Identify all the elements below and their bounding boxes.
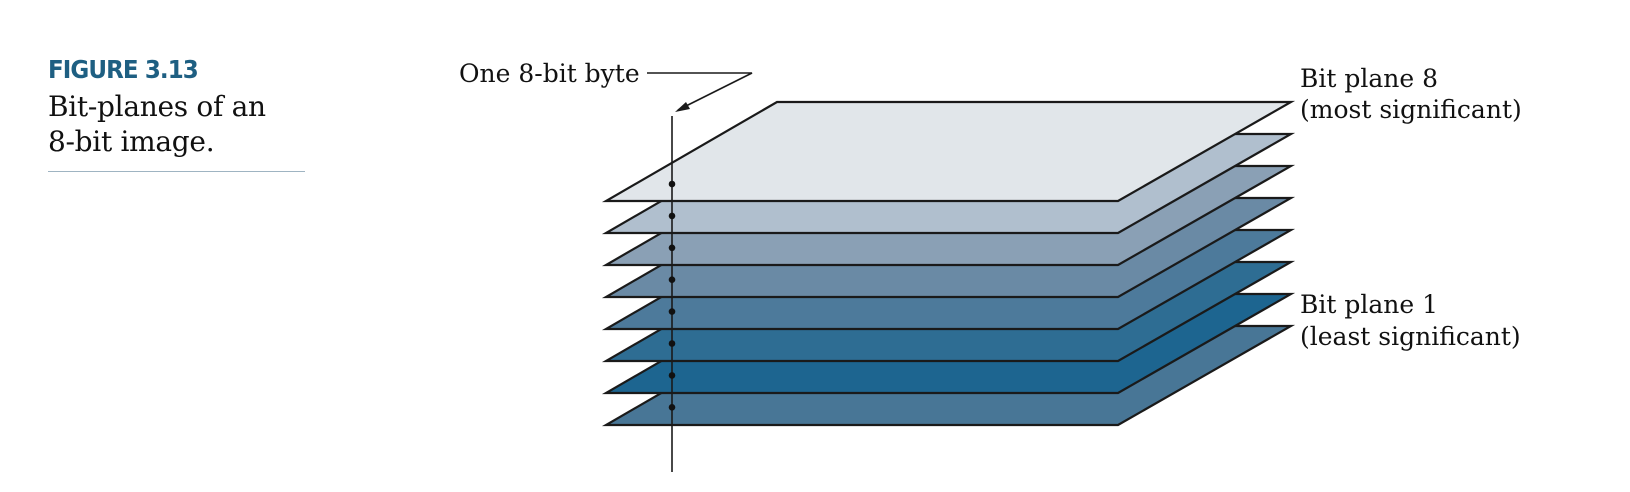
caption-line-1: Bit-planes of an	[48, 90, 266, 123]
byte-label: One 8-bit byte	[459, 59, 640, 88]
bit-dot-plane-1	[668, 404, 676, 411]
figure-caption: FIGURE 3.13 Bit-planes of an 8-bit image…	[48, 55, 306, 159]
byte-leader-line	[647, 72, 753, 111]
top-plane-label-line2: (most significant)	[1300, 95, 1522, 124]
caption-divider	[48, 171, 305, 172]
bit-dot-plane-3	[668, 340, 676, 347]
bit-dot-plane-8	[668, 180, 676, 188]
bit-plane-8	[601, 100, 1296, 203]
arrowhead-icon	[675, 102, 690, 112]
bit-dot-plane-6	[668, 244, 676, 252]
bit-dot-plane-5	[668, 276, 676, 284]
bottom-plane-label-line2: (least significant)	[1300, 322, 1521, 351]
top-plane-label-line1: Bit plane 8	[1300, 64, 1438, 93]
figure-number: FIGURE 3.13	[48, 55, 199, 84]
caption-line-2: 8-bit image.	[48, 125, 215, 158]
bit-plane-stack	[601, 100, 1296, 427]
bit-dots	[668, 180, 676, 411]
bit-dot-plane-7	[668, 212, 676, 220]
bit-dot-plane-4	[668, 308, 676, 315]
bottom-plane-label-line1: Bit plane 1	[1300, 290, 1438, 319]
bit-dot-plane-2	[668, 372, 676, 379]
